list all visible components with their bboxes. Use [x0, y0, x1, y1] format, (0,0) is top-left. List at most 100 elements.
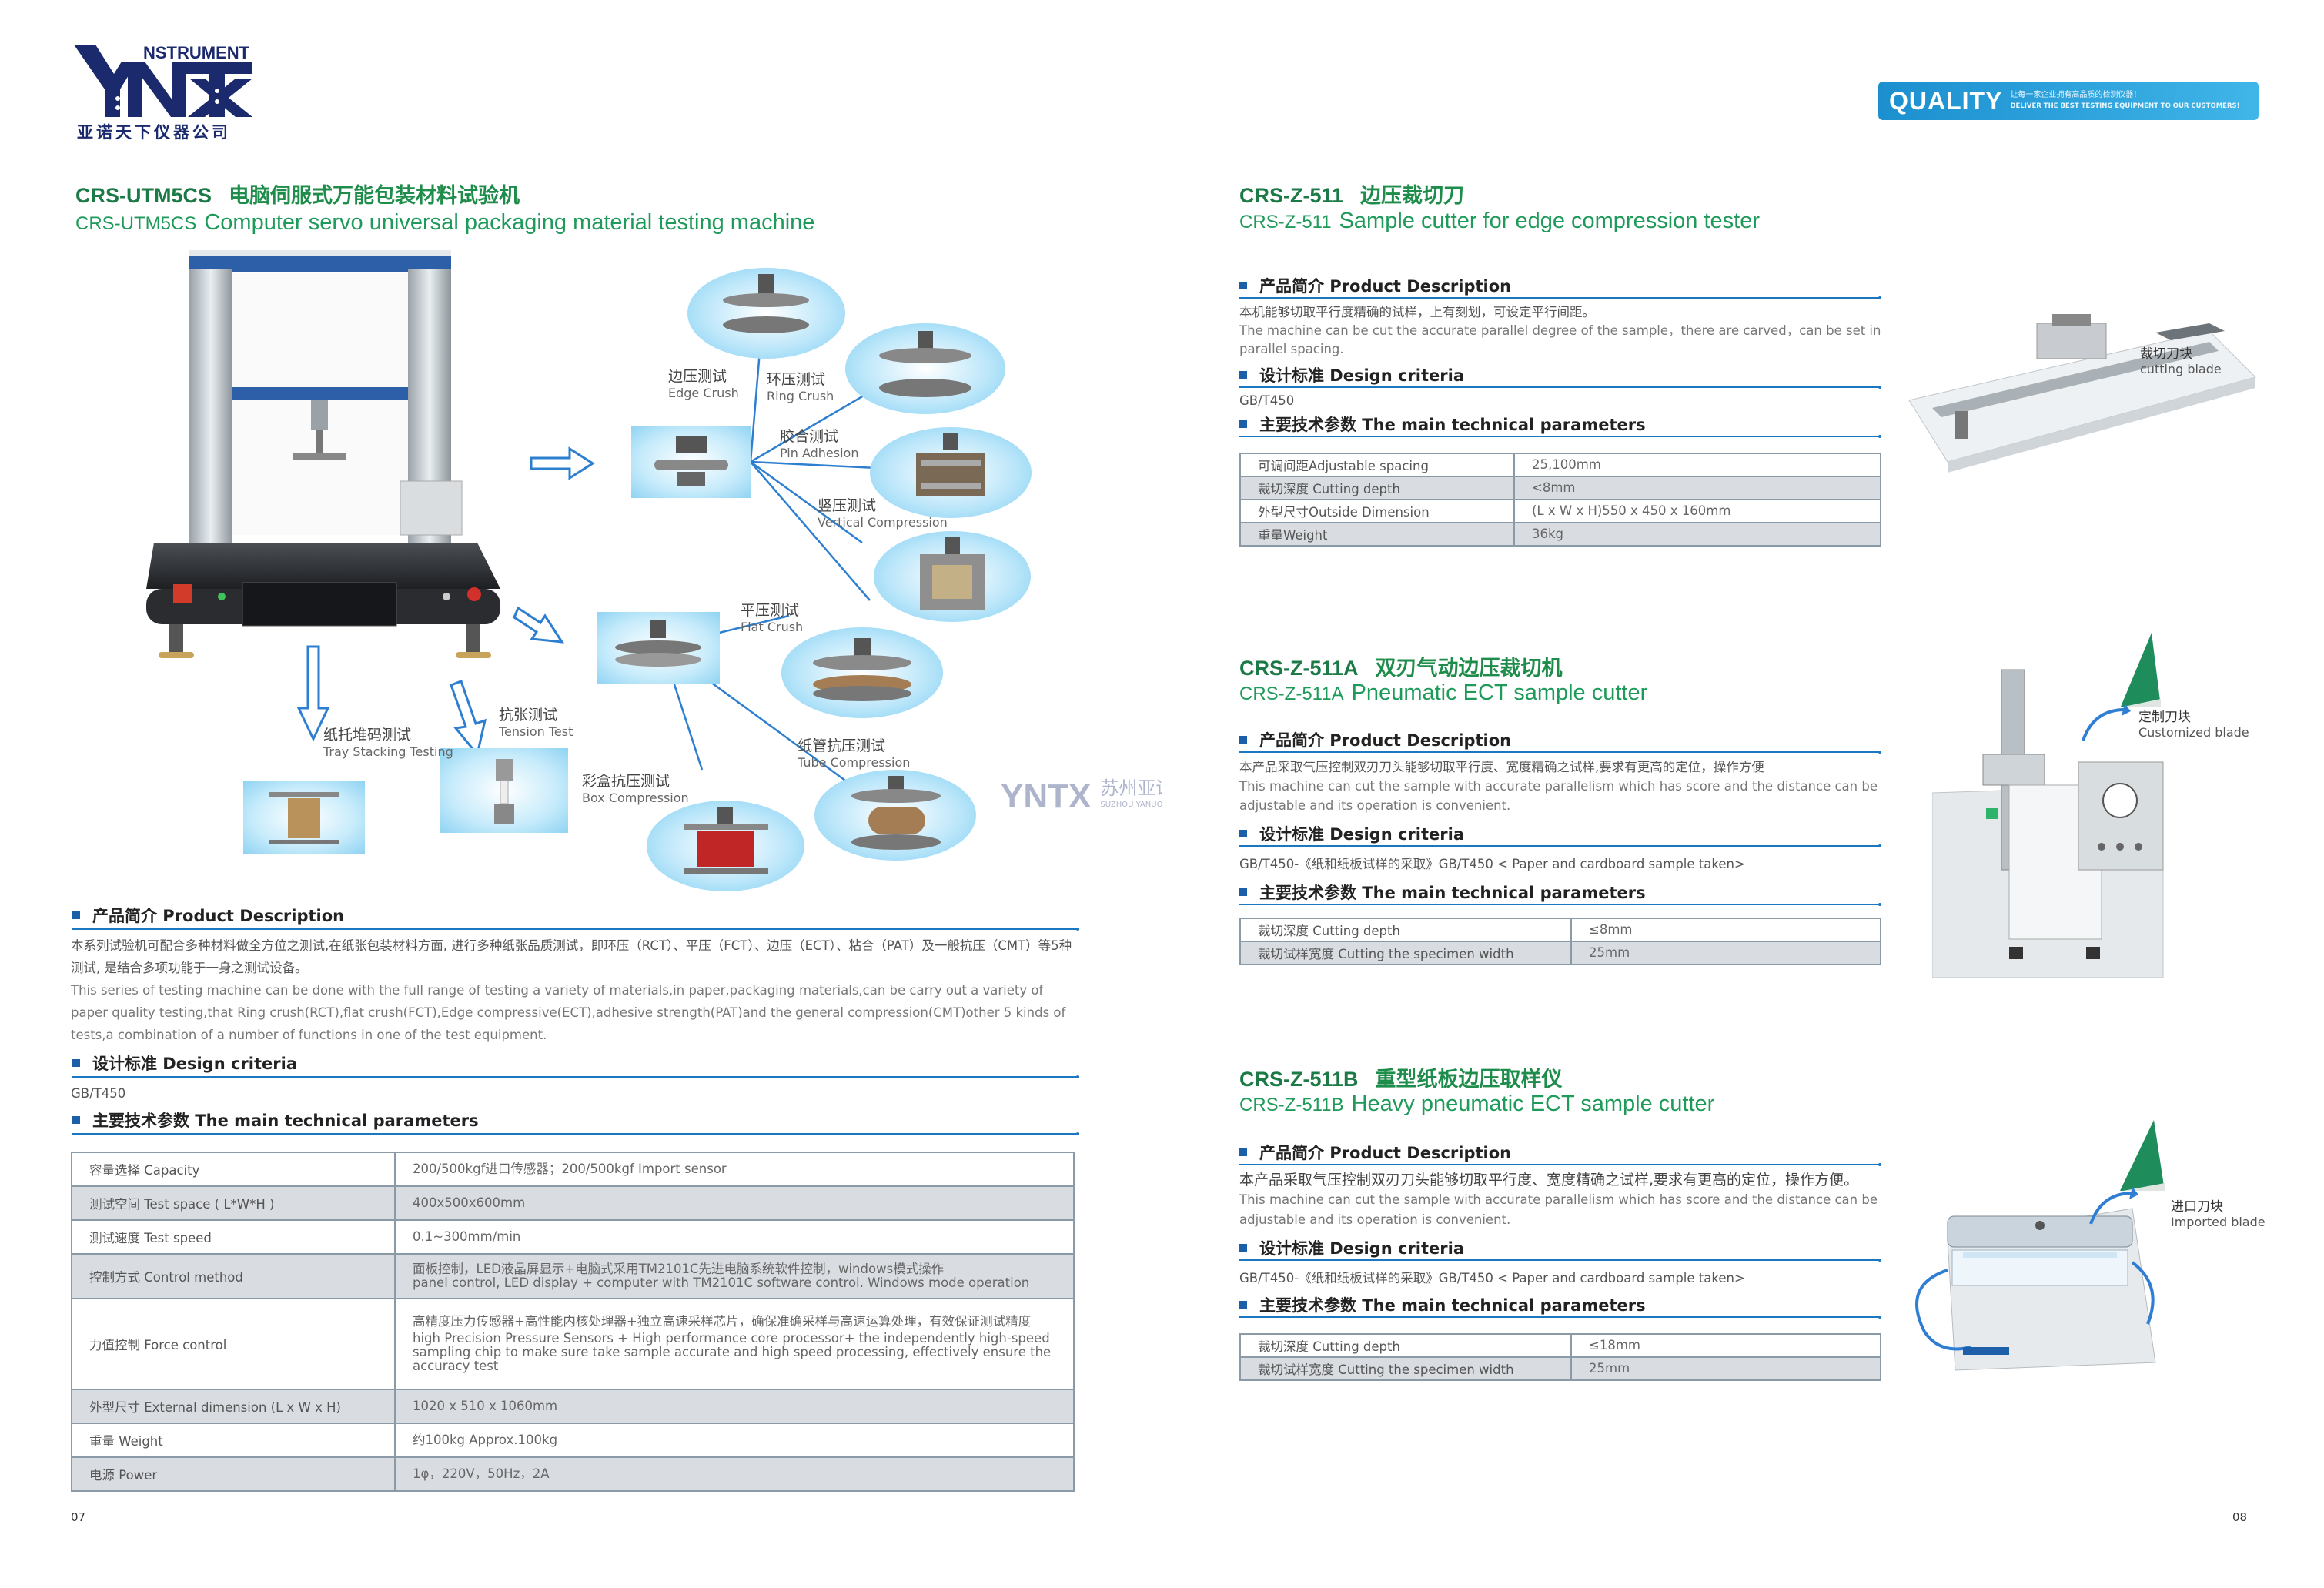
utm-machine-image — [146, 250, 500, 658]
p1-desc-text: 本系列试验机可配合多种材料做全方位之测试,在纸张包装材料方面, 进行多种纸张品质… — [71, 934, 1084, 1046]
p1-params-rule — [72, 1132, 1079, 1135]
p2c-params-rule — [1239, 1316, 1881, 1319]
table-row: 外型尺寸 External dimension (L x W x H)1020 … — [71, 1389, 1075, 1424]
tray-stacking-fixture-icon — [269, 792, 339, 844]
p2c-params-table: 裁切深度 Cutting depth≤18mm 裁切试样宽度 Cutting t… — [1239, 1333, 1881, 1381]
p1-desc-heading: 产品简介 Product Description — [72, 901, 344, 927]
quality-en: DELIVER THE BEST TESTING EQUIPMENT TO OU… — [2010, 102, 2240, 110]
edge-crush-fixture-icon — [654, 436, 728, 486]
p2a-desc-text: 本机能够切取平行度精确的试样，上有刻划，可设定平行间距。The machine … — [1239, 305, 1881, 356]
company-logo: NSTRUMENT 亚诺天下仪器公司 — [74, 40, 252, 142]
pneumatic-cutter-image — [1932, 669, 2164, 978]
page-spine — [1161, 0, 1163, 1588]
right-page: QUALITY 让每一家企业拥有高品质的检测仪器！ DELIVER THE BES… — [1162, 0, 2324, 1588]
p1-desc-cn: 本系列试验机可配合多种材料做全方位之测试,在纸张包装材料方面, 进行多种纸张品质… — [71, 938, 1072, 975]
p2b-params-heading: 主要技术参数 The main technical parameters — [1239, 878, 1646, 904]
p1-model: CRS-UTM5CS — [75, 184, 212, 207]
blade-arrow-icon-2 — [2089, 1187, 2138, 1225]
tension-test-fixture-icon — [494, 759, 514, 824]
watermark-mark: YNTX — [1001, 777, 1092, 815]
quality-cn: 让每一家企业拥有高品质的检测仪器！ — [2010, 91, 2142, 99]
p2b-criteria-heading: 设计标准 Design criteria — [1239, 819, 1464, 845]
logo-mark-icon — [74, 45, 252, 117]
imported-blade-icon — [2120, 1120, 2165, 1191]
p2a-params-heading: 主要技术参数 The main technical parameters — [1239, 410, 1646, 436]
customized-blade-icon — [2121, 633, 2161, 707]
ring-crush-plates-icon — [879, 331, 971, 397]
left-page: NSTRUMENT 亚诺天下仪器公司 CRS-UTM5CS 电脑伺服式万能包装材料… — [71, 40, 1084, 1524]
ring-crush-top-plates-icon — [723, 274, 809, 333]
quality-word: QUALITY — [1889, 86, 2003, 115]
quality-banner: QUALITY 让每一家企业拥有高品质的检测仪器！ DELIVER THE BES… — [1878, 82, 2259, 120]
p2c-criteria-heading: 设计标准 Design criteria — [1239, 1233, 1464, 1259]
p2b-desc-text: 本产品采取气压控制双刃刀头能够切取平行度、宽度精确之试样,要求有更高的定位，操作… — [1239, 760, 1878, 813]
logo-nstrument: NSTRUMENT — [143, 43, 250, 62]
table-row: 裁切深度 Cutting depth<8mm — [1239, 476, 1881, 500]
p2a-criteria-text: GB/T450 — [1239, 393, 1295, 408]
p2c-criteria-rule — [1239, 1259, 1881, 1262]
page-number-left: 07 — [71, 1510, 86, 1524]
p1-criteria-text: GB/T450 — [71, 1086, 126, 1101]
table-row: 外型尺寸Outside Dimension(L x W x H)550 x 45… — [1239, 499, 1881, 523]
table-row: 裁切深度 Cutting depth≤8mm — [1239, 918, 1881, 942]
p2c-desc-heading: 产品简介 Product Description — [1239, 1138, 1511, 1164]
page-number-right: 08 — [2232, 1510, 2248, 1524]
p2c-params-heading: 主要技术参数 The main technical parameters — [1239, 1290, 1646, 1316]
tube-compression-fixture-icon — [851, 776, 941, 850]
p2b-desc-rule — [1239, 751, 1881, 754]
vertical-compression-fixture-icon — [920, 537, 985, 610]
box-compression-fixture-icon — [684, 807, 768, 874]
table-row: 测试空间 Test space ( L*W*H )400x500x600mm — [71, 1185, 1075, 1221]
heavy-cutter-image — [1915, 1208, 2156, 1371]
p1-model-en: CRS-UTM5CS — [75, 213, 197, 234]
logo-company-name: 亚诺天下仪器公司 — [77, 123, 231, 142]
p2a-params-rule — [1239, 435, 1881, 438]
p2a-criteria-heading: 设计标准 Design criteria — [1239, 360, 1464, 386]
p1-criteria-rule — [72, 1075, 1079, 1078]
p2a-criteria-rule — [1239, 386, 1881, 389]
flat-crush-fixture-icon — [615, 620, 701, 667]
p1-criteria-heading: 设计标准 Design criteria — [72, 1048, 297, 1075]
p1-title-en-text: Computer servo universal packaging mater… — [204, 210, 815, 235]
p2b-criteria-rule — [1239, 844, 1881, 847]
p2a-desc-rule — [1239, 296, 1881, 299]
p2b-params-table: 裁切深度 Cutting depth≤8mm 裁切试样宽度 Cutting th… — [1239, 918, 1881, 965]
p1-desc-rule — [72, 928, 1079, 931]
p2c-criteria-text: GB/T450-《纸和纸板试样的采取》GB/T450 < Paper and c… — [1239, 1271, 1745, 1285]
p1-title-cn-text: 电脑伺服式万能包装材料试验机 — [229, 184, 520, 207]
p2b-desc-heading: 产品简介 Product Description — [1239, 725, 1511, 751]
p1-title-en: CRS-UTM5CS Computer servo universal packa… — [75, 210, 814, 236]
p1-params-heading: 主要技术参数 The main technical parameters — [72, 1105, 479, 1132]
pin-adhesion-fixture-icon — [916, 433, 985, 496]
p2a-desc-heading: 产品简介 Product Description — [1239, 271, 1511, 297]
p2c-desc-rule — [1239, 1163, 1881, 1166]
p1-title-cn: CRS-UTM5CS 电脑伺服式万能包装材料试验机 — [75, 179, 520, 209]
